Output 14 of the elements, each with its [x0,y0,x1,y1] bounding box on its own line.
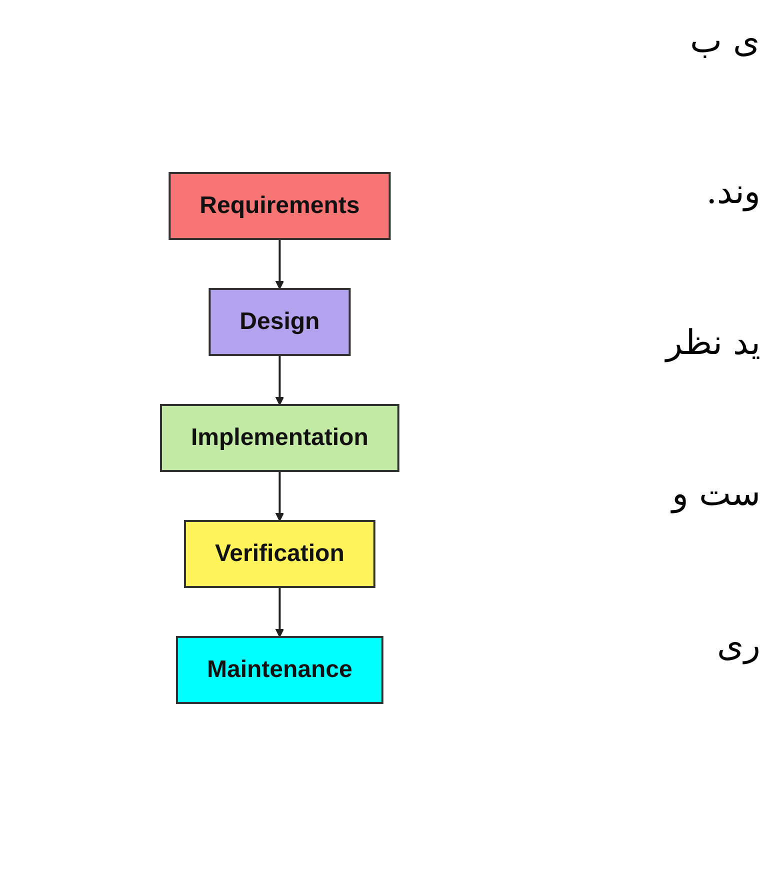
text-fragment: ی ب [689,20,760,61]
text-fragment: ری [716,624,760,665]
node-box: Maintenance [176,636,384,704]
node-box: Implementation [160,404,400,472]
text-fragment: ید نظر [664,322,760,363]
text-fragment: ست و [670,473,760,514]
arrow [276,470,284,521]
node-box: Verification [184,520,376,588]
node-box: Requirements [168,172,392,240]
arrow [276,354,284,405]
arrow [276,586,284,637]
node-box: Design [208,288,351,356]
text-fragment: وند. [705,171,760,212]
arrow [276,238,284,289]
